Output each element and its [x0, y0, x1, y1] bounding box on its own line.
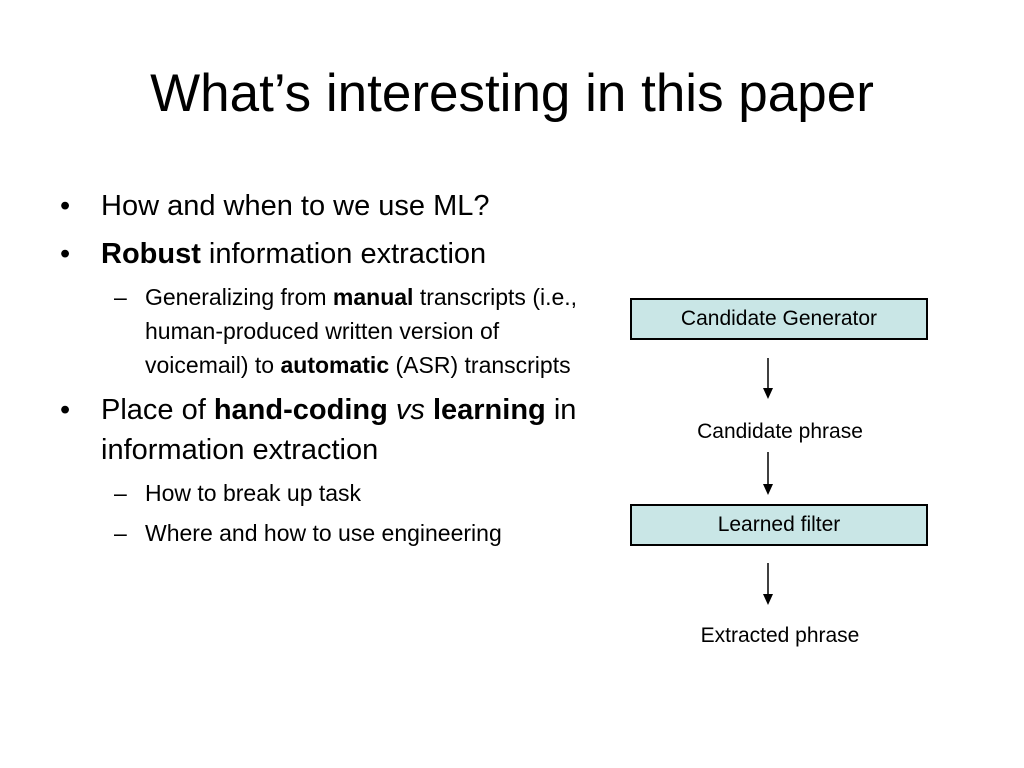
extracted-phrase-label: Extracted phrase — [700, 624, 860, 647]
learned-filter-box: Learned filter — [630, 504, 928, 546]
italic-text: vs — [395, 394, 425, 426]
bold-text: manual — [332, 284, 414, 310]
bullet-list: How and when to we use ML? Robust inform… — [60, 186, 580, 550]
subbullet-text: How to break up task — [145, 480, 362, 506]
candidate-phrase-label: Candidate phrase — [697, 420, 863, 443]
arrow-down-icon — [763, 563, 773, 605]
bullet-text: in information extraction — [101, 394, 577, 466]
bullet-text: Place of — [101, 394, 214, 426]
candidate-generator-box: Candidate Generator — [630, 298, 928, 340]
bold-text: automatic — [280, 352, 390, 378]
arrow-down-icon — [763, 358, 773, 399]
bullet-robust-extraction: Robust information extraction — [60, 234, 580, 274]
arrow-down-icon — [763, 452, 773, 495]
bullet-text: information extraction — [200, 238, 487, 270]
subbullet-text: Generalizing from — [145, 284, 333, 310]
subbullet-engineering: Where and how to use engineering — [60, 516, 580, 550]
subbullet-break-up-task: How to break up task — [60, 476, 580, 510]
bullet-how-when-ml: How and when to we use ML? — [60, 186, 580, 226]
subbullet-generalizing: Generalizing from manual transcripts (i.… — [60, 280, 580, 382]
bullet-hand-coding-vs-learning: Place of hand-coding vs learning in info… — [60, 390, 580, 470]
bullet-text: How and when to we use ML? — [101, 190, 490, 222]
subbullet-text: Where and how to use engineering — [145, 520, 502, 546]
bold-text: Robust — [101, 238, 201, 270]
subbullet-text: (ASR) transcripts — [389, 352, 571, 378]
bold-text: learning — [432, 394, 546, 426]
bold-text: hand-coding — [213, 394, 388, 426]
subbullet-text: transcripts (i.e., human-produced writte… — [145, 284, 578, 378]
slide-title: What’s interesting in this paper — [150, 64, 874, 123]
